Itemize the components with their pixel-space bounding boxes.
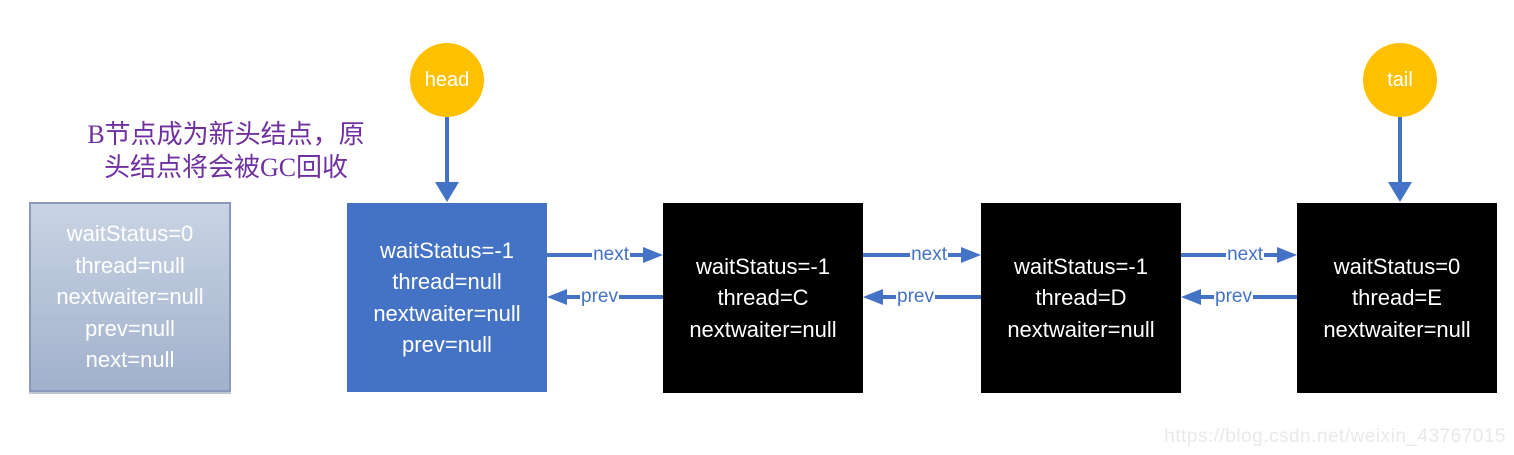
node-field: thread=null [75, 252, 185, 278]
next-arrow-2: next [863, 244, 981, 265]
arrow-line [883, 295, 896, 299]
node-field: nextwaiter=null [1323, 316, 1471, 342]
head-pointer-badge: head [410, 43, 484, 117]
watermark: https://blog.csdn.net/weixin_43767015 [1164, 426, 1506, 447]
node-field: nextwaiter=null [56, 284, 204, 310]
node-new-head: waitStatus=-1 thread=null nextwaiter=nul… [347, 203, 547, 392]
tail-pointer-arrow [1388, 117, 1412, 202]
node-field: nextwaiter=null [373, 300, 521, 326]
node-field: thread=D [1035, 285, 1127, 311]
prev-arrow-2: prev [863, 286, 981, 307]
node-field: prev=null [402, 332, 492, 357]
annotation-text: B节点成为新头结点，原 头结点将会被GC回收 [50, 118, 402, 184]
next-arrow-1: next [547, 244, 663, 265]
node-thread-e: waitStatus=0 thread=E nextwaiter=null [1297, 203, 1497, 393]
node-field: thread=E [1352, 285, 1442, 311]
arrow-left-icon [547, 289, 567, 305]
next-arrow-3: next [1181, 244, 1297, 265]
arrow-line [1181, 253, 1227, 257]
node-field: waitStatus=0 [66, 221, 194, 247]
prev-arrow-label: prev [897, 286, 934, 307]
head-pointer-label: head [424, 68, 470, 91]
node-thread-c: waitStatus=-1 thread=C nextwaiter=null [663, 203, 863, 393]
node-field: waitStatus=-1 [1014, 253, 1148, 279]
arrow-right-icon [1277, 247, 1297, 263]
arrow-left-icon [863, 289, 883, 305]
node-field: prev=null [85, 315, 175, 341]
next-arrow-label: next [593, 244, 629, 265]
prev-arrow-3: prev [1181, 286, 1297, 307]
node-field: next=null [85, 347, 175, 373]
arrow-line [1264, 253, 1277, 257]
arrow-right-icon [643, 247, 663, 263]
arrow-down-icon [1388, 182, 1412, 202]
prev-arrow-1: prev [547, 286, 663, 307]
arrow-line [445, 117, 449, 182]
annotation-line-1: B节点成为新头结点，原 [87, 120, 365, 149]
prev-arrow-label: prev [1215, 286, 1252, 307]
arrow-down-icon [435, 182, 459, 202]
next-arrow-label: next [911, 244, 947, 265]
arrow-line [948, 253, 961, 257]
tail-pointer-label: tail [1387, 68, 1413, 91]
annotation-line-2: 头结点将会被GC回收 [103, 153, 349, 182]
arrow-left-icon [1181, 289, 1201, 305]
arrow-right-icon [961, 247, 981, 263]
arrow-line [547, 253, 593, 257]
head-pointer-arrow [435, 117, 459, 202]
node-field: thread=C [717, 285, 809, 311]
node-field: nextwaiter=null [689, 316, 837, 342]
node-field: thread=null [392, 269, 502, 294]
prev-arrow-label: prev [581, 286, 618, 307]
node-field: waitStatus=-1 [696, 253, 830, 279]
arrow-line [1398, 117, 1402, 182]
node-field: waitStatus=-1 [380, 237, 514, 263]
arrow-line [1201, 295, 1214, 299]
arrow-line [934, 295, 981, 299]
arrow-line [567, 295, 580, 299]
arrow-line [863, 253, 911, 257]
node-thread-d: waitStatus=-1 thread=D nextwaiter=null [981, 203, 1181, 393]
arrow-line [1252, 295, 1297, 299]
next-arrow-label: next [1227, 244, 1263, 265]
node-field: nextwaiter=null [1007, 316, 1155, 342]
arrow-line [618, 295, 663, 299]
node-original-head: waitStatus=0 thread=null nextwaiter=null… [29, 202, 231, 392]
arrow-line [630, 253, 643, 257]
node-field: waitStatus=0 [1333, 253, 1461, 279]
tail-pointer-badge: tail [1363, 43, 1437, 117]
